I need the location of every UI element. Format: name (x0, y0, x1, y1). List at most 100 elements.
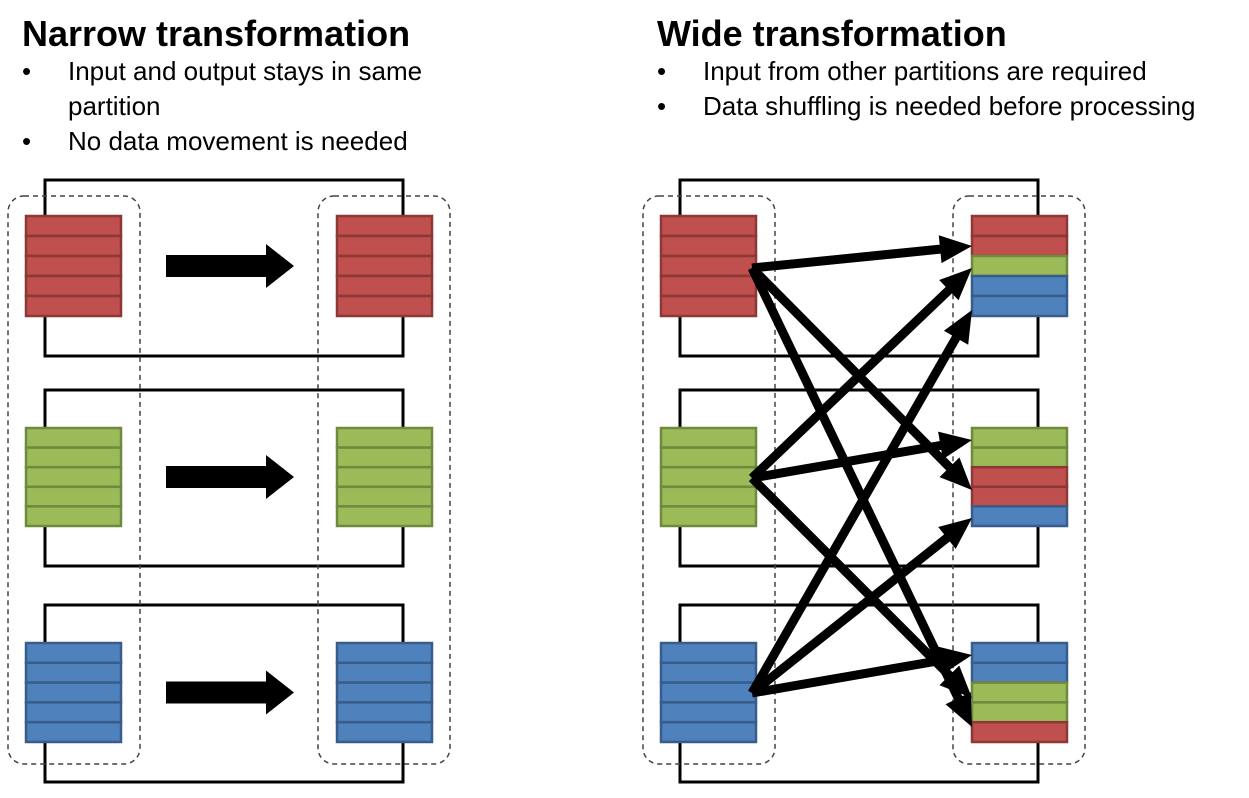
wide-stage-1-bracket-top (678, 178, 1040, 216)
wide-input-block-green (659, 426, 758, 528)
block-stripe (970, 214, 1069, 238)
wide-bullet-list: Input from other partitions are required… (657, 54, 1217, 124)
wide-stage-2-bracket-bottom (678, 526, 1040, 568)
block-stripe (970, 294, 1069, 318)
block-stripe (335, 465, 434, 489)
narrow-input-block-green (24, 426, 123, 528)
block-stripe (659, 485, 758, 508)
partition-blocks (24, 214, 1069, 744)
narrow-bullet-1: Input and output stays in same partition (22, 54, 492, 124)
narrow-output-partition-group (317, 195, 451, 765)
block-stripe (335, 701, 434, 724)
block-stripe (24, 214, 123, 238)
shuffle-arrow-blue-to-3 (751, 646, 972, 698)
block-stripe (970, 661, 1069, 684)
shuffle-arrow-green-to-3 (748, 474, 972, 698)
narrow-bullet-2: No data movement is needed (22, 124, 492, 159)
wide-bullet-2: Data shuffling is needed before processi… (657, 89, 1217, 124)
block-stripe (970, 681, 1069, 704)
block-stripe (24, 446, 123, 469)
block-stripe (335, 254, 434, 278)
block-stripe (659, 701, 758, 724)
block-stripe (659, 465, 758, 489)
block-stripe (970, 720, 1069, 744)
block-stripe (970, 701, 1069, 724)
block-stripe (659, 681, 758, 704)
narrow-stage-2-bracket-bottom (43, 526, 405, 568)
block-stripe (335, 505, 434, 528)
wide-output-block-2 (970, 426, 1069, 528)
wide-output-block-1 (970, 214, 1069, 318)
block-stripe (24, 720, 123, 744)
narrow-bullet-list: Input and output stays in same partition… (22, 54, 492, 159)
block-stripe (970, 446, 1069, 469)
block-stripe (335, 446, 434, 469)
block-stripe (659, 446, 758, 469)
wide-input-partition-group (642, 195, 776, 765)
wide-output-block-3 (970, 641, 1069, 744)
block-stripe (659, 234, 758, 258)
shuffle-arrow-red-to-1 (751, 235, 972, 273)
block-stripe (24, 485, 123, 508)
block-stripe (335, 294, 434, 318)
shuffle-arrow-red-to-2 (748, 264, 972, 490)
narrow-input-partition-group (7, 195, 141, 765)
block-stripe (970, 234, 1069, 258)
narrow-stage-3-bracket-bottom (43, 742, 405, 784)
shuffle-arrow-blue-to-1 (748, 310, 972, 696)
block-stripe (970, 254, 1069, 278)
block-stripe (24, 505, 123, 528)
stage-brackets (43, 178, 1040, 784)
shuffle-arrow-green-to-2 (751, 431, 972, 483)
narrow-stage-1-bracket-bottom (43, 316, 405, 358)
narrow-stage-1-bracket-top (43, 178, 405, 216)
block-stripe (24, 701, 123, 724)
block-stripe (335, 641, 434, 665)
narrow-arrow-red (166, 244, 294, 288)
block-stripe (659, 720, 758, 744)
wide-stage-2-bracket-top (678, 388, 1040, 428)
block-stripe (335, 485, 434, 508)
block-stripe (659, 254, 758, 278)
block-stripe (335, 214, 434, 238)
block-stripe (659, 294, 758, 318)
block-stripe (659, 274, 758, 298)
block-stripe (970, 505, 1069, 528)
block-stripe (24, 681, 123, 704)
wide-bullet-1: Input from other partitions are required (657, 54, 1217, 89)
wide-title: Wide transformation (657, 13, 1007, 54)
block-stripe (335, 234, 434, 258)
wide-input-block-red (659, 214, 758, 318)
wide-input-block-blue (659, 641, 758, 744)
block-stripe (24, 661, 123, 684)
block-stripe (659, 661, 758, 684)
block-stripe (335, 426, 434, 449)
block-stripe (24, 641, 123, 665)
wide-stage-3-bracket-bottom (678, 742, 1040, 784)
block-stripe (24, 234, 123, 258)
narrow-stage-3-bracket-top (43, 603, 405, 643)
block-stripe (970, 465, 1069, 489)
narrow-output-block-red (335, 214, 434, 318)
narrow-arrow-green (166, 455, 294, 499)
block-stripe (659, 505, 758, 528)
block-stripe (335, 681, 434, 704)
block-stripe (970, 641, 1069, 665)
narrow-output-block-blue (335, 641, 434, 744)
narrow-stage-2-bracket-top (43, 388, 405, 428)
block-stripe (970, 485, 1069, 508)
block-stripe (659, 426, 758, 449)
block-stripe (970, 426, 1069, 449)
narrow-output-block-green (335, 426, 434, 528)
block-stripe (659, 641, 758, 665)
block-stripe (335, 661, 434, 684)
shuffle-arrow-red-to-3 (747, 266, 972, 727)
wide-output-partition-group (952, 195, 1086, 765)
narrow-title: Narrow transformation (22, 13, 411, 54)
transfer-arrows (166, 235, 972, 727)
narrow-arrow-blue (166, 670, 294, 715)
block-stripe (24, 254, 123, 278)
block-stripe (335, 274, 434, 298)
block-stripe (24, 294, 123, 318)
